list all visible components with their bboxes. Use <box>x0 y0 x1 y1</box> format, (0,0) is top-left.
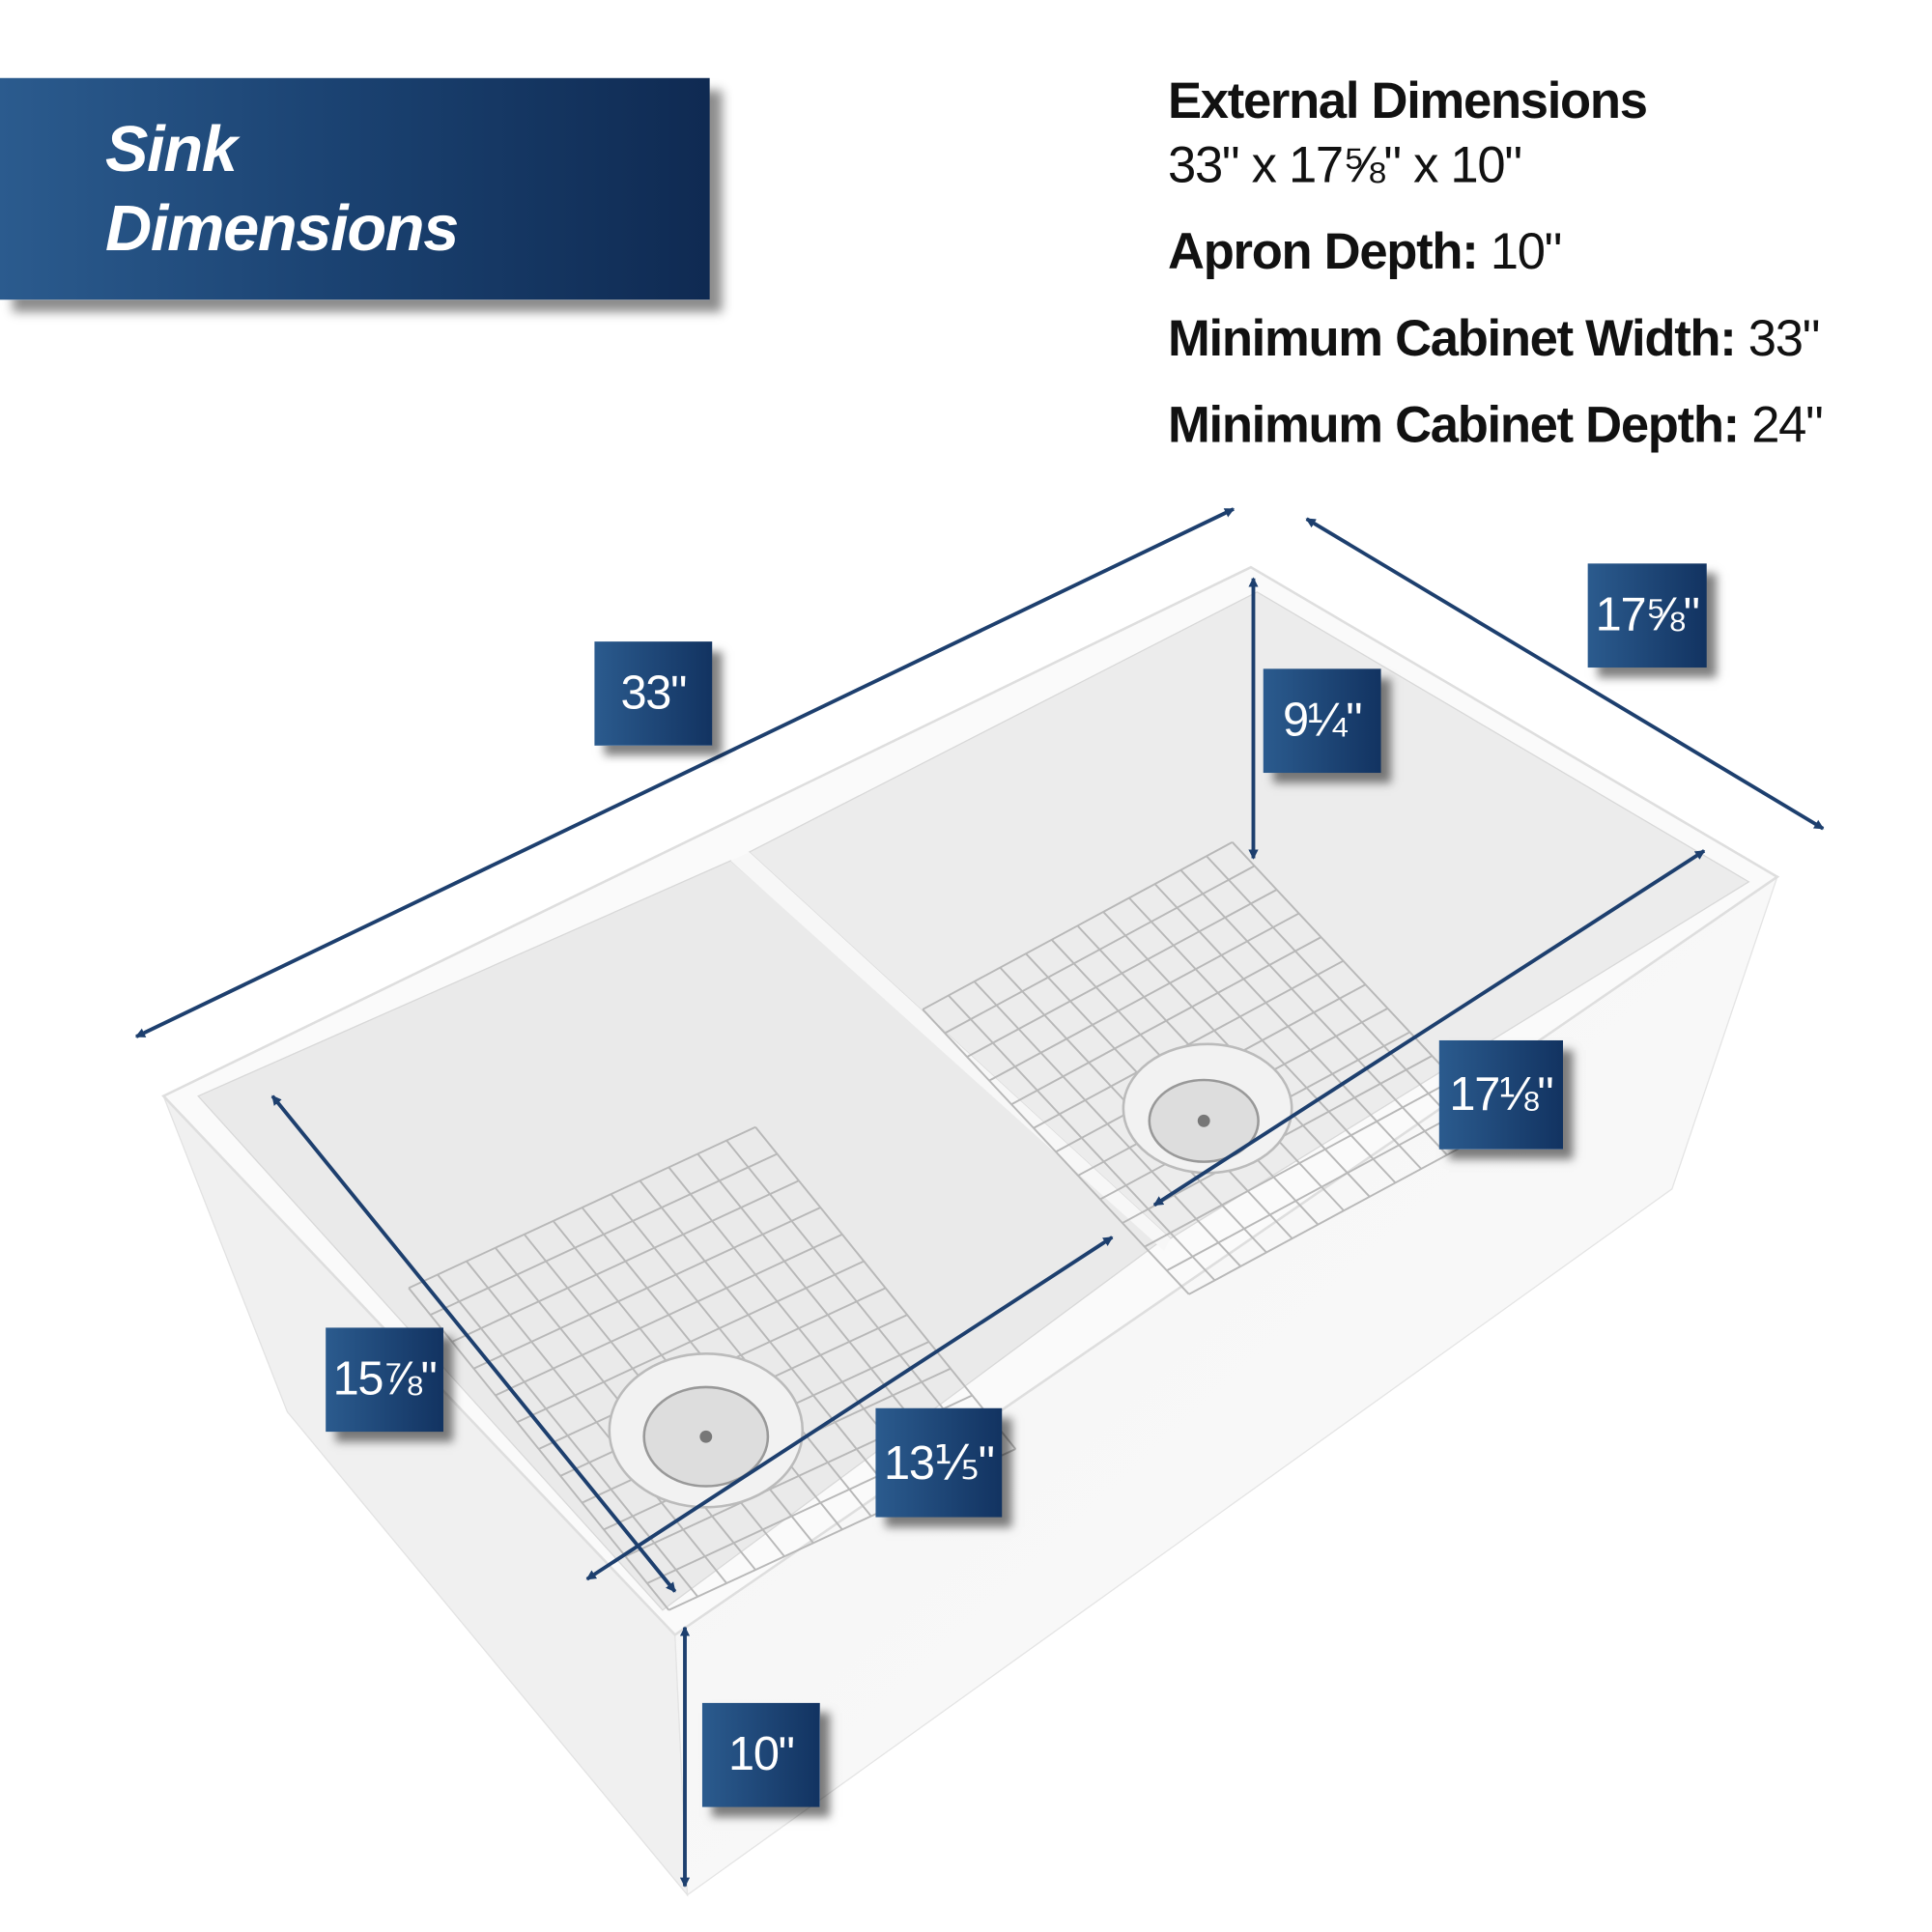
arrow-overall-depth <box>1305 517 1825 831</box>
apron-depth: Apron Depth: 10" <box>1168 222 1562 280</box>
title-banner: Sink Dimensions <box>0 77 710 300</box>
label-bowl-depth: 9¼" <box>1263 668 1381 774</box>
label-overall-depth: 17⅝" <box>1587 563 1707 668</box>
title-line-2: Dimensions <box>104 193 459 266</box>
arrow-overall-length <box>134 507 1236 1038</box>
label-left-bowl-length: 13⅕" <box>875 1407 1003 1518</box>
title-line-1: Sink <box>104 113 238 186</box>
external-value: 33" x 17⅝" x 10" <box>1168 136 1522 194</box>
min-cabinet-width: Minimum Cabinet Width: 33" <box>1168 309 1820 367</box>
arrow-left-bowl-length <box>585 1236 1114 1581</box>
label-left-bowl-width: 15⅞" <box>326 1327 443 1433</box>
arrow-right-bowl-length <box>1152 849 1706 1208</box>
right-drain <box>1122 1042 1293 1175</box>
left-drain <box>608 1352 805 1509</box>
label-overall-length: 33" <box>594 641 713 746</box>
external-heading: External Dimensions <box>1168 71 1648 129</box>
min-cabinet-depth: Minimum Cabinet Depth: 24" <box>1168 396 1824 454</box>
label-right-bowl-length: 17⅛" <box>1438 1039 1564 1150</box>
label-apron-height: 10" <box>701 1702 820 1807</box>
